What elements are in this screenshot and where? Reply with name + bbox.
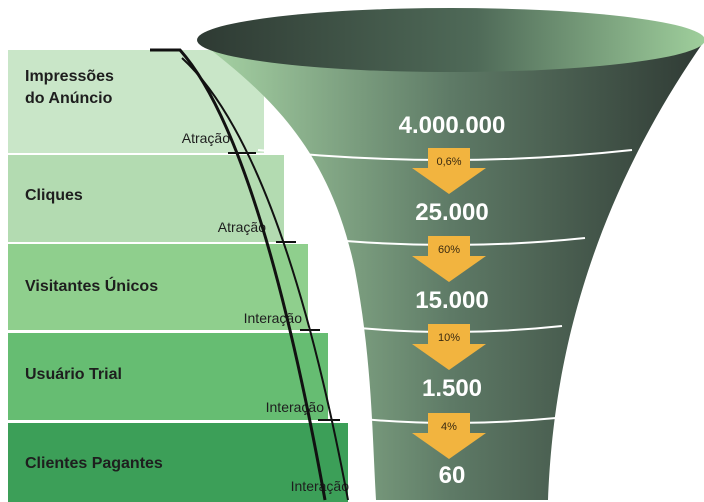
stage-value: 15.000 <box>415 287 488 314</box>
stage-value: 60 <box>439 462 466 489</box>
stage-title: Cliques <box>25 187 83 204</box>
conversion-arrow: 10% <box>412 324 486 370</box>
stage-phase: Atração <box>217 219 266 235</box>
stage-phase: Interação <box>290 478 349 494</box>
stage-title: Impressões do Anúncio <box>25 68 114 107</box>
conversion-arrow: 60% <box>412 236 486 282</box>
stage-phase: Atração <box>181 130 230 146</box>
stage-title: Clientes Pagantes <box>25 455 163 472</box>
stage-title: Usuário Trial <box>25 366 122 383</box>
conversion-arrow: 4% <box>412 413 486 459</box>
conversion-rate: 10% <box>438 332 460 344</box>
stage-value: 1.500 <box>422 375 482 402</box>
stage-phase: Interação <box>265 399 324 415</box>
stage-value: 4.000.000 <box>399 112 506 139</box>
stage-band-customers: Clientes Pagantes Interação <box>8 423 349 502</box>
conversion-rate: 60% <box>438 244 460 256</box>
conversion-arrow: 0,6% <box>412 148 486 194</box>
bracket-line-outer <box>181 57 349 501</box>
stage-band-clicks: Cliques Atração <box>8 155 284 242</box>
funnel-rim <box>197 8 704 72</box>
stage-value: 25.000 <box>415 199 488 226</box>
stage-band-trial: Usuário Trial Interação <box>8 333 328 420</box>
conversion-rate: 0,6% <box>436 156 461 168</box>
stage-band-visitors: Visitantes Únicos Interação <box>8 244 308 330</box>
conversion-rate: 4% <box>441 421 457 433</box>
stage-band-impressions: Impressões do Anúncio Atração <box>8 50 264 153</box>
stage-title: Visitantes Únicos <box>25 278 159 295</box>
